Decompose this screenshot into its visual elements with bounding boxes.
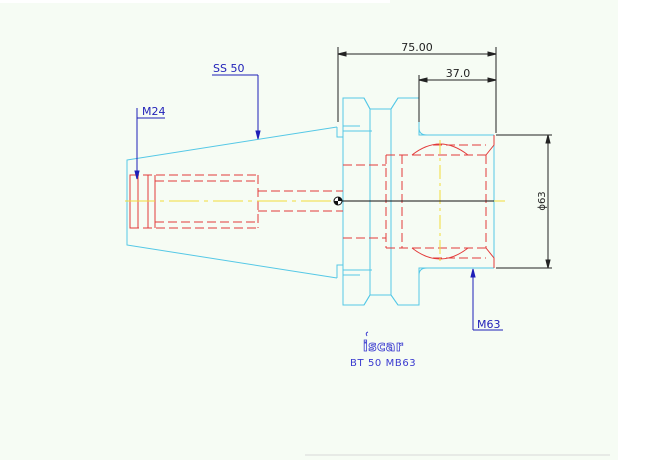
- sheet-margin-top: [0, 0, 390, 3]
- front-chamfer-bottom: [485, 247, 495, 268]
- nose-lower-chamfer: [418, 267, 428, 276]
- bore-arrow-left: [418, 77, 428, 83]
- draw-thread-label: M24: [142, 105, 166, 118]
- gauge-point-symbol: [333, 196, 343, 206]
- dimension-bore-depth: [418, 75, 497, 122]
- overall-length-label: 75.00: [401, 41, 433, 54]
- overall-arrow-right: [487, 51, 497, 57]
- leader-draw-thread: [134, 108, 165, 180]
- m63-leader-arrow: [470, 268, 476, 278]
- overall-arrow-left: [337, 51, 347, 57]
- diameter-label: ϕ63: [537, 191, 548, 210]
- part-code: BT 50 MB63: [350, 358, 416, 369]
- v-groove-top: [363, 97, 399, 110]
- nose-upper-chamfer: [418, 127, 428, 136]
- taper-leader-arrow: [255, 130, 261, 140]
- leader-taper: [212, 74, 261, 140]
- iscar-logo: iscar: [363, 331, 403, 355]
- clamp-thread-label: M63: [477, 318, 501, 331]
- dia-arrow-top: [545, 134, 551, 144]
- svg-text:iscar: iscar: [363, 339, 403, 355]
- sheet-margin-right: [618, 0, 670, 460]
- bore-depth-label: 37.0: [446, 67, 471, 80]
- bore-arrow-right: [487, 77, 497, 83]
- dia-arrow-bottom: [545, 259, 551, 269]
- m24-leader-arrow: [134, 170, 140, 180]
- taper-label: SS 50: [213, 62, 244, 75]
- v-groove-bottom: [363, 294, 399, 306]
- taper-cone-outline: [126, 126, 338, 279]
- front-chamfer-top: [485, 135, 495, 156]
- dimension-overall: [337, 47, 497, 133]
- dimension-diameter: [496, 134, 552, 269]
- leader-clamp-thread: [470, 268, 503, 331]
